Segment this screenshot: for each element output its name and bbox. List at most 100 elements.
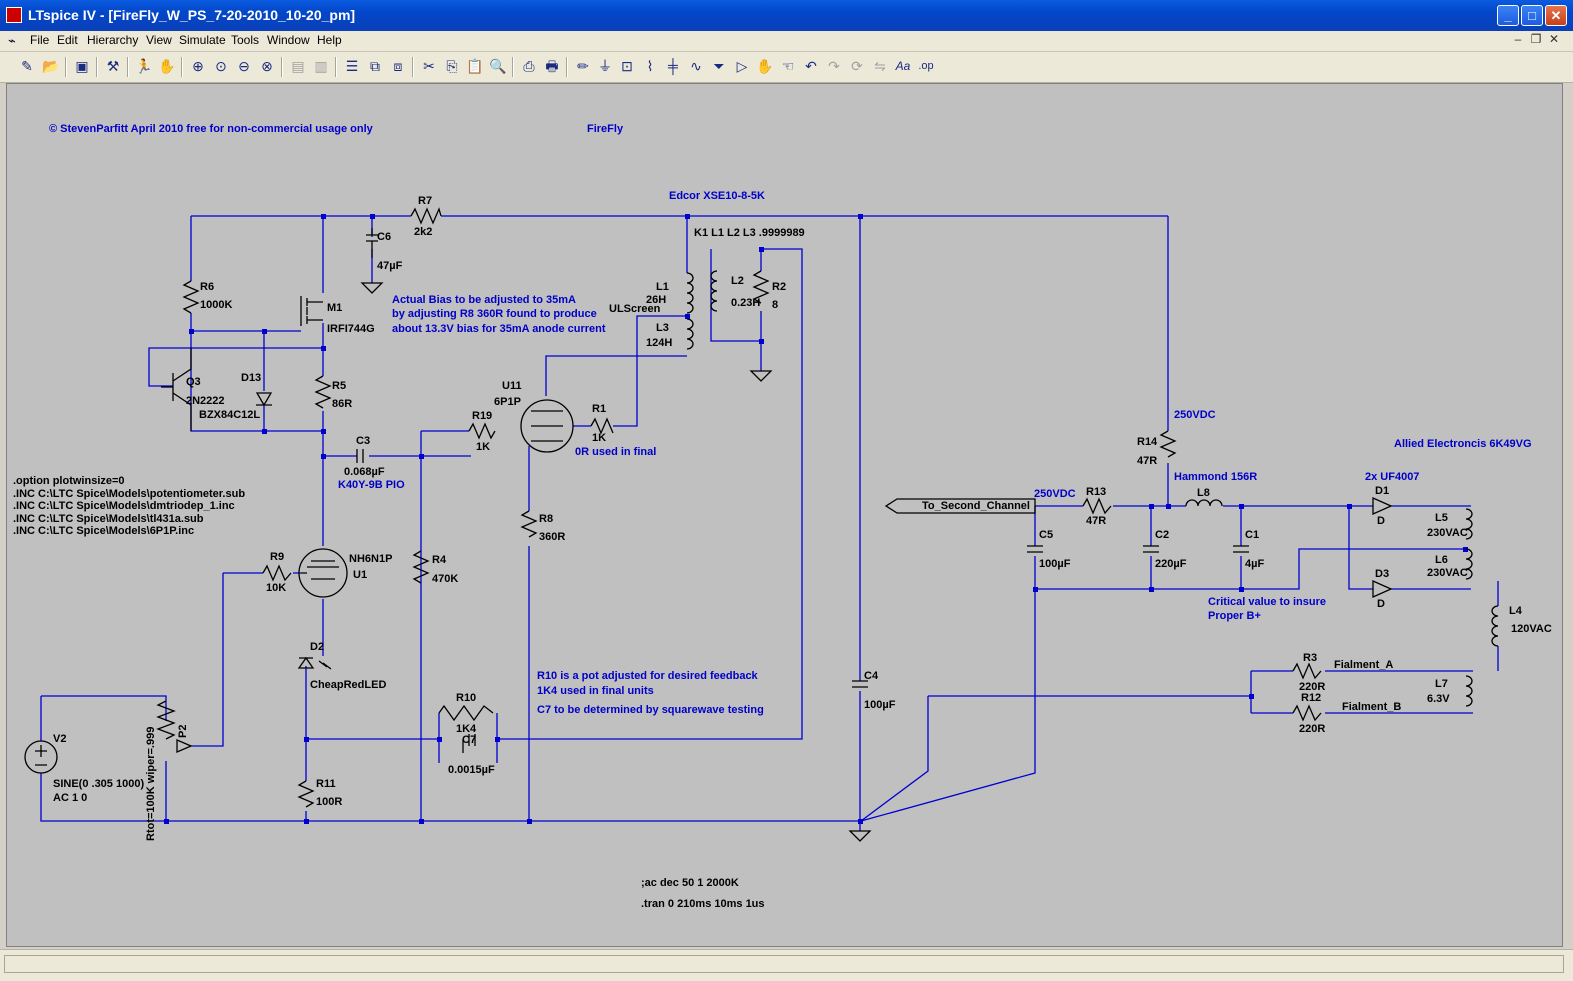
cascade-icon[interactable]: ☰: [345, 58, 359, 74]
paste-icon[interactable]: 📋: [466, 58, 484, 74]
zoom-in-icon[interactable]: ⊕: [192, 58, 204, 74]
d3-value: D: [1377, 598, 1385, 610]
r8-ref: R8: [539, 513, 553, 525]
copy-icon[interactable]: ⎘: [446, 58, 458, 74]
r10-ref: R10: [456, 692, 476, 704]
close-all-icon[interactable]: ⧉: [370, 58, 380, 74]
menu-edit[interactable]: Edit: [57, 33, 78, 47]
rectifier-label: 2x UF4007: [1365, 471, 1419, 483]
coupling-directive: K1 L1 L2 L3 .9999989: [694, 227, 805, 239]
minimize-button[interactable]: _: [1497, 5, 1519, 26]
schematic-canvas[interactable]: © StevenParfitt April 2010 free for non-…: [6, 83, 1563, 947]
directive-5: .INC C:\LTC Spice\Models\6P1P.inc: [13, 525, 194, 537]
zoom-out-icon[interactable]: ⊖: [238, 58, 250, 74]
menu-simulate[interactable]: Simulate: [179, 33, 226, 47]
r1-note: 0R used in final: [575, 446, 656, 458]
grounds: [360, 282, 872, 842]
r9-ref: R9: [270, 551, 284, 563]
schematic-name: FireFly: [587, 123, 624, 135]
v2-ac: AC 1 0: [53, 792, 87, 804]
directive-3: .INC C:\LTC Spice\Models\dmtriodep_1.inc: [13, 500, 235, 512]
menu-tools[interactable]: Tools: [231, 33, 260, 47]
rotate-icon[interactable]: ⟳: [851, 58, 863, 74]
new-schematic-icon[interactable]: ✎: [21, 58, 33, 74]
c7-value: 0.0015µF: [448, 764, 495, 776]
r1-ref: R1: [592, 403, 606, 415]
d1-value: D: [1377, 515, 1385, 527]
directive-1: .option plotwinsize=0: [13, 475, 125, 487]
tile-horizontal-icon[interactable]: ▤: [291, 58, 305, 74]
halt-icon[interactable]: ✋: [158, 58, 176, 74]
r9-value: 10K: [266, 582, 286, 594]
c4-ref: C4: [864, 670, 879, 682]
print-setup-icon[interactable]: ⎙: [523, 58, 535, 74]
redo-icon[interactable]: ↷: [828, 58, 840, 74]
open-icon[interactable]: 📂: [42, 58, 60, 74]
menu-view[interactable]: View: [146, 33, 172, 47]
l4-value: 120VAC: [1511, 623, 1552, 635]
print-icon[interactable]: 🖶: [545, 58, 559, 74]
critical-note-2: Proper B+: [1208, 610, 1261, 622]
text-icon[interactable]: Aa: [895, 59, 911, 73]
ltspice-app-icon[interactable]: [6, 7, 22, 23]
component-icon[interactable]: ▷: [736, 58, 748, 74]
u11-value: 6P1P: [494, 396, 521, 408]
directive-2: .INC C:\LTC Spice\Models\potentiometer.s…: [13, 488, 245, 500]
menu-window[interactable]: Window: [267, 33, 310, 47]
menu-file[interactable]: File: [30, 33, 50, 47]
c6-ref: C6: [377, 231, 391, 243]
ground-icon[interactable]: ⏚: [598, 58, 612, 74]
menu-hierarchy[interactable]: Hierarchy: [87, 33, 139, 47]
resistor-icon[interactable]: ⌇: [646, 58, 654, 74]
schematic-doc-icon[interactable]: ⌁: [8, 33, 16, 48]
control-panel-icon[interactable]: ⚒: [106, 58, 120, 74]
zoom-cancel-icon[interactable]: ⊗: [261, 58, 273, 74]
menu-bar: ⌁ File Edit Hierarchy View Simulate Tool…: [0, 31, 1573, 52]
close-button[interactable]: ✕: [1545, 5, 1567, 26]
capacitor-icon[interactable]: ╪: [668, 58, 678, 74]
mdi-close-button[interactable]: ✕: [1548, 32, 1560, 46]
k40y-label: K40Y-9B PIO: [338, 479, 405, 491]
semiconductors: [24, 296, 1393, 774]
r8-value: 360R: [539, 531, 565, 543]
l2-ref: L2: [731, 275, 744, 287]
run-icon[interactable]: 🏃: [135, 58, 153, 74]
c2-ref: C2: [1155, 529, 1169, 541]
wires: [40, 215, 1499, 831]
u1-ref: U1: [353, 569, 367, 581]
undo-icon[interactable]: ↶: [805, 58, 817, 74]
find-icon[interactable]: 🔍: [489, 58, 507, 74]
r11-value: 100R: [316, 796, 342, 808]
label-net-icon[interactable]: ⊡: [621, 58, 633, 74]
mirror-icon[interactable]: ⇋: [874, 58, 886, 74]
r13-value: 47R: [1086, 515, 1106, 527]
maximize-button[interactable]: □: [1521, 5, 1543, 26]
arrange-icon[interactable]: ⧈: [393, 58, 403, 74]
r5-value: 86R: [332, 398, 352, 410]
r14-value: 47R: [1137, 455, 1157, 467]
drag-icon[interactable]: ☜: [781, 58, 795, 74]
save-icon[interactable]: ▣: [75, 58, 89, 74]
inductor-icon[interactable]: ∿: [690, 58, 702, 74]
spice-directive-icon[interactable]: .op: [918, 60, 934, 72]
tile-vertical-icon[interactable]: ▥: [314, 58, 328, 74]
cut-icon[interactable]: ✂: [423, 58, 435, 74]
l1-ref: L1: [656, 281, 669, 293]
draw-wire-icon[interactable]: ✏: [577, 58, 589, 74]
mdi-minimize-button[interactable]: –: [1514, 32, 1522, 46]
resistors: [156, 207, 1322, 808]
r14-ref: R14: [1137, 436, 1158, 448]
schematic-drawing[interactable]: © StevenParfitt April 2010 free for non-…: [7, 84, 1563, 947]
diode-icon[interactable]: ⏷: [713, 58, 725, 74]
l1-value: 26H: [646, 294, 666, 306]
d2-value: CheapRedLED: [310, 679, 386, 691]
mdi-restore-button[interactable]: ❐: [1530, 32, 1542, 46]
title-bar[interactable]: LTspice IV - [FireFly_W_PS_7-20-2010_10-…: [0, 0, 1573, 31]
move-icon[interactable]: ✋: [756, 58, 774, 74]
zoom-pan-icon[interactable]: ⊙: [215, 58, 227, 74]
l3-value: 124H: [646, 337, 672, 349]
menu-help[interactable]: Help: [317, 33, 342, 47]
c3-value: 0.068µF: [344, 466, 385, 478]
b-plus-label-2: 250VDC: [1034, 488, 1076, 500]
allied-label: Allied Electroncis 6K49VG: [1394, 438, 1532, 450]
